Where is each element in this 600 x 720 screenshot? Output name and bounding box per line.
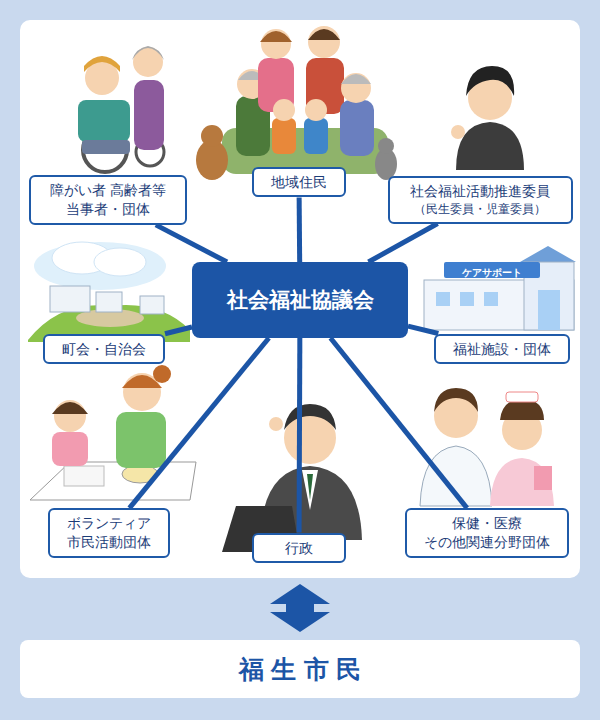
town-scene xyxy=(28,242,190,342)
connector-line xyxy=(156,225,227,262)
node-label: 福生市民 xyxy=(231,653,369,686)
sign-label: ケアサポート xyxy=(452,266,532,280)
node-label: 社会福祉活動推進委員 xyxy=(400,182,561,201)
medical-box: 保健・医療 その他関連分野団体 xyxy=(405,508,569,558)
medical-figures xyxy=(420,388,554,506)
sub-label: （民生委員・児童委員） xyxy=(411,201,549,217)
volunteer-figures xyxy=(30,365,196,500)
node-label: 障がい者 高齢者等 当事者・団体 xyxy=(41,181,175,219)
node-label: 町会・自治会 xyxy=(55,340,153,359)
node-label: ボランティア 市民活動団体 xyxy=(60,514,158,552)
care-facility xyxy=(424,246,576,330)
residents-box: 地域住民 xyxy=(252,167,346,198)
elderly-figures xyxy=(78,46,164,172)
radial-connector xyxy=(299,197,301,262)
node-label: 地域住民 xyxy=(264,173,334,192)
volunteer-box: ボランティア 市民活動団体 xyxy=(48,508,170,558)
family-figures xyxy=(196,26,397,180)
citizens-box: 福生市民 xyxy=(20,640,580,698)
radial-connector xyxy=(299,338,301,533)
double-arrow xyxy=(270,584,330,632)
connector-line xyxy=(297,338,303,533)
connector-line xyxy=(165,327,192,334)
connector-line xyxy=(368,224,437,262)
radial-connector xyxy=(165,327,192,334)
connector-line xyxy=(408,326,438,333)
radial-connector xyxy=(408,326,438,333)
radial-connector xyxy=(156,225,227,262)
panel xyxy=(20,20,580,578)
government-box: 行政 xyxy=(252,533,346,564)
facility-box: 福祉施設・団体 xyxy=(434,334,570,365)
node-label: 保健・医療 その他関連分野団体 xyxy=(417,514,557,552)
commissioner-box: 社会福祉活動推進委員（民生委員・児童委員） xyxy=(388,176,573,223)
official-figure xyxy=(222,404,362,552)
council-box: 社会福祉協議会 xyxy=(192,262,408,338)
neighborhood-box: 町会・自治会 xyxy=(43,334,165,365)
node-label: 行政 xyxy=(264,539,334,558)
stakeholder-box: 障がい者 高齢者等 当事者・団体 xyxy=(29,175,187,225)
radial-connector xyxy=(368,224,437,262)
connector-line xyxy=(297,197,303,262)
node-label: 福祉施設・団体 xyxy=(446,340,558,359)
commissioner-figure xyxy=(451,66,524,170)
node-label: 社会福祉協議会 xyxy=(227,286,374,314)
